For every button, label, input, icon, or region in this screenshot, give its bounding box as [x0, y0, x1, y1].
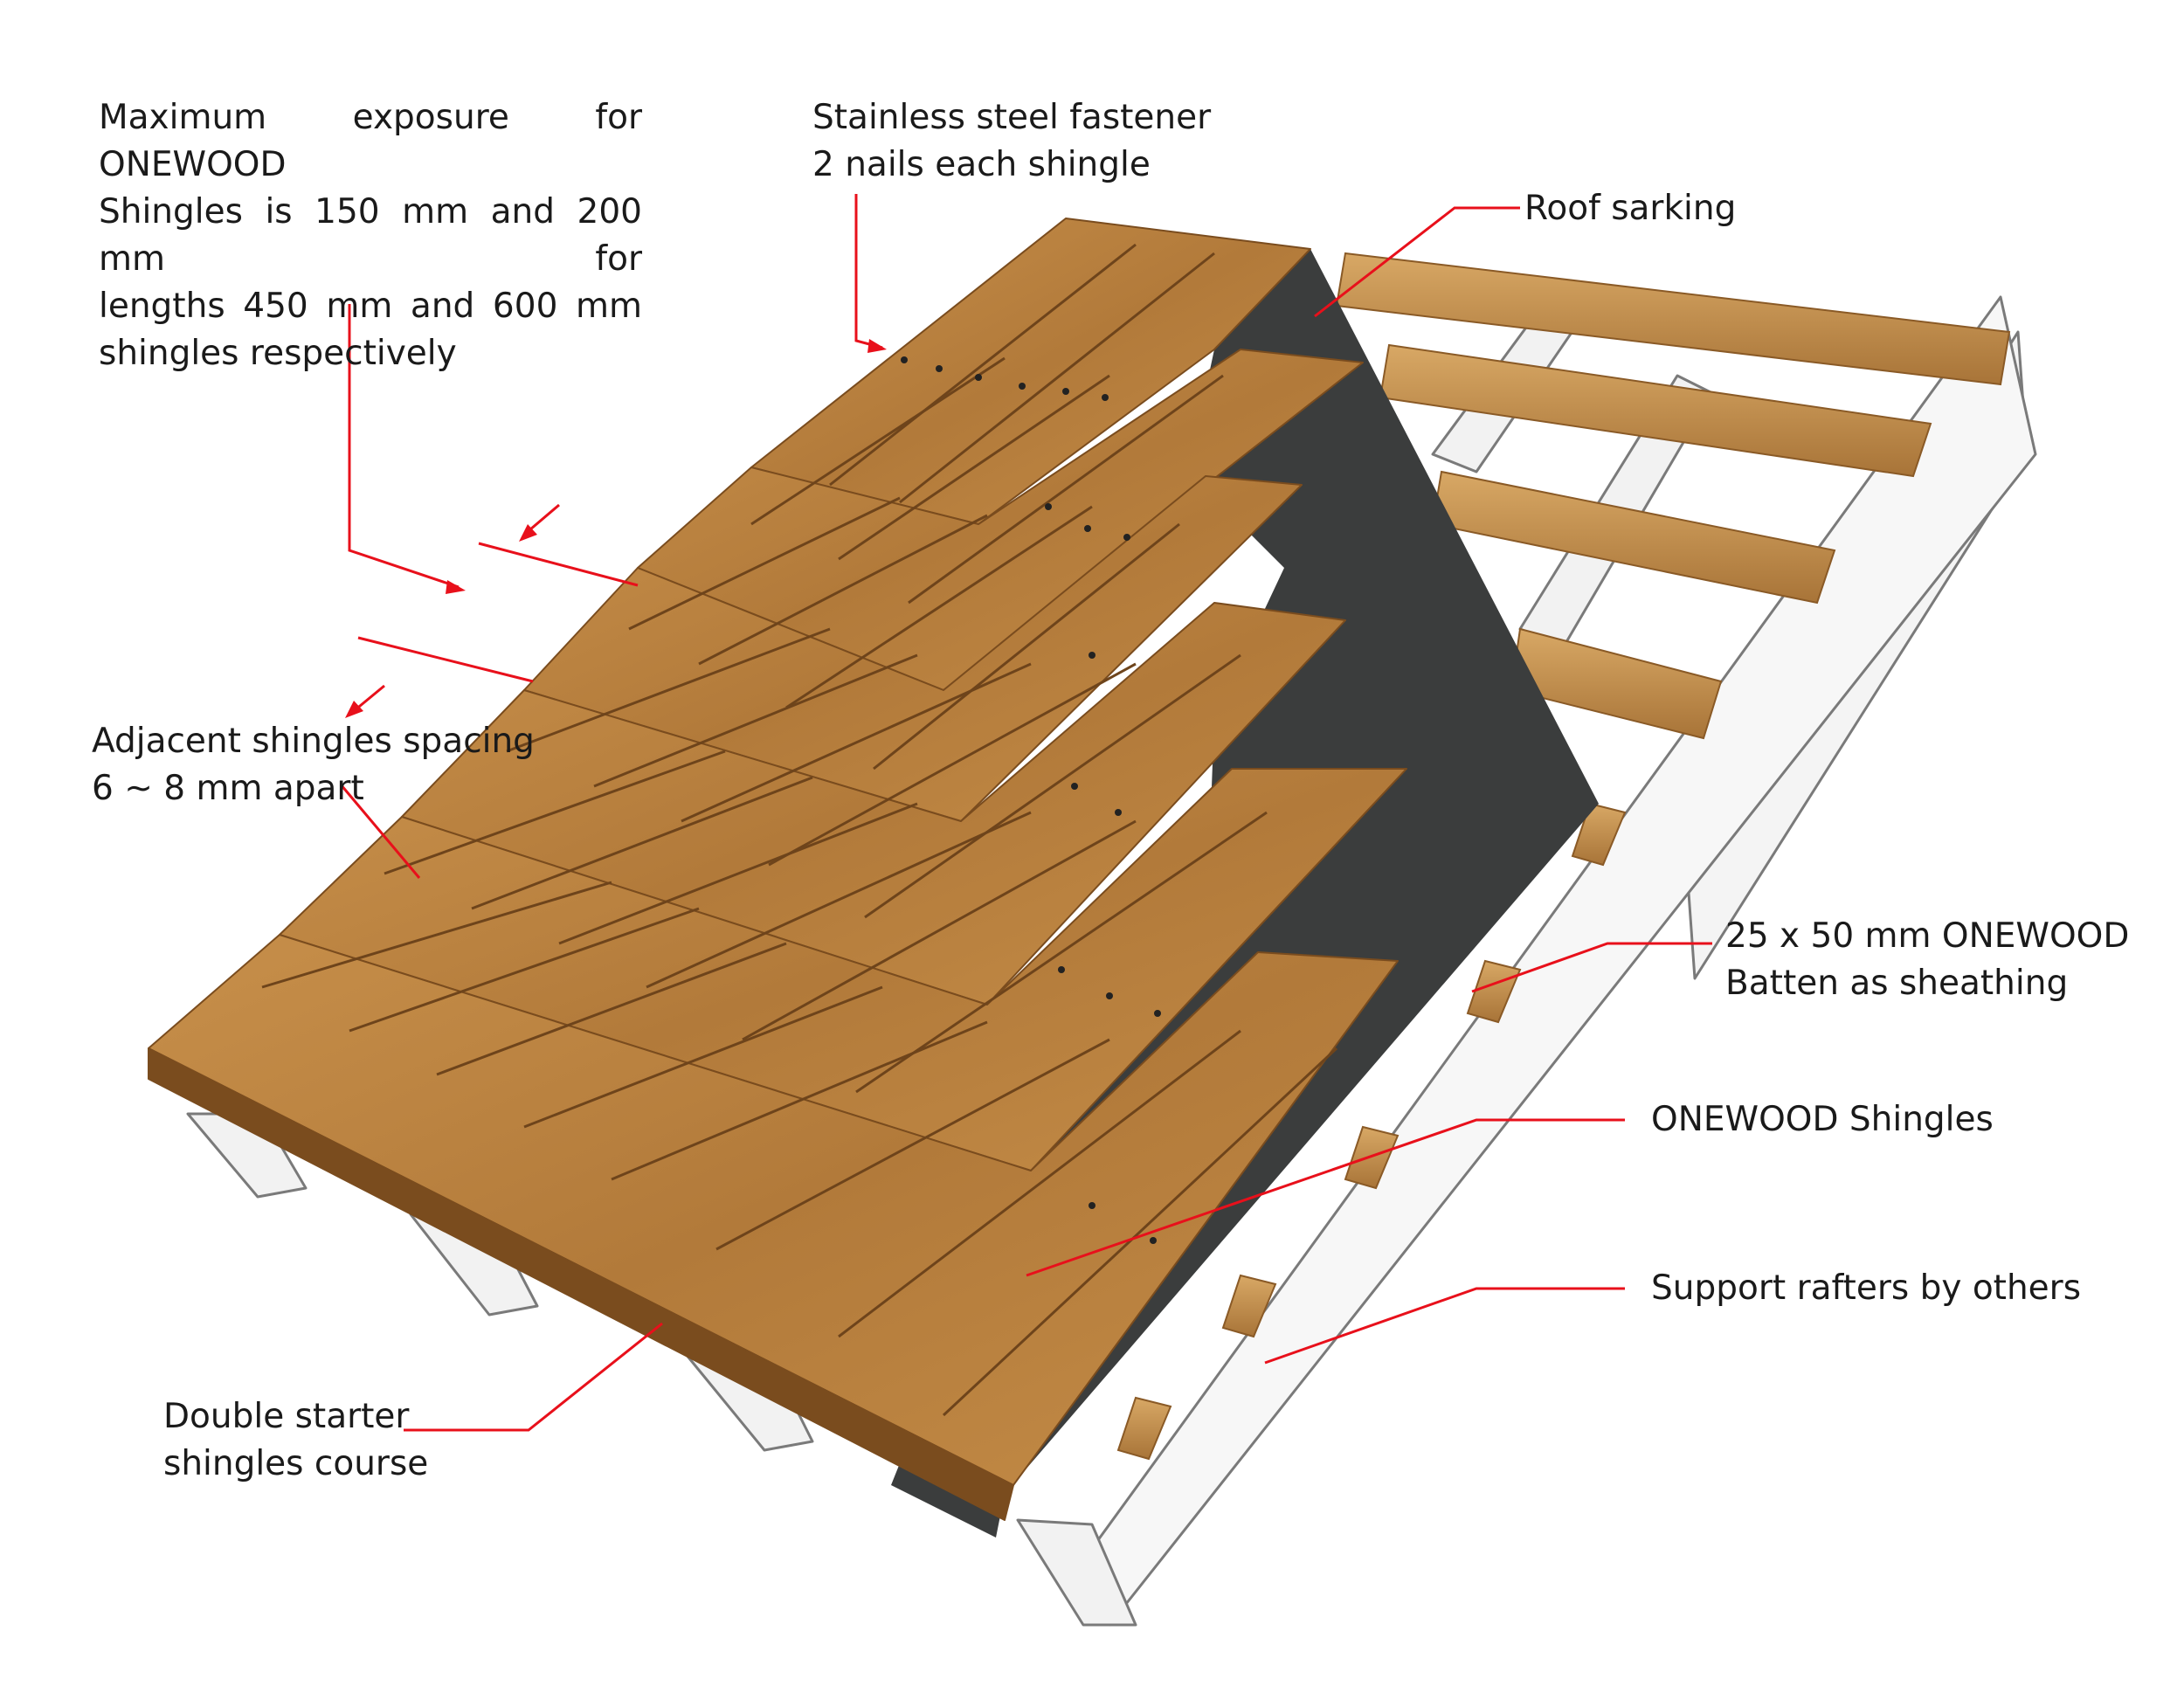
callout-batten: 25 x 50 mm ONEWOOD Batten as sheathing	[1725, 913, 2129, 1007]
leader-batten	[1471, 942, 1712, 993]
callout-exposure-line-1: Maximum exposure for ONEWOOD	[99, 98, 642, 184]
callout-spacing: Adjacent shingles spacing 6 ~ 8 mm apart	[92, 718, 535, 812]
callout-exposure-line-4: shingles respectively	[99, 334, 457, 373]
callout-batten-line-1: 25 x 50 mm ONEWOOD	[1725, 916, 2130, 956]
shingle-course-1	[750, 218, 1311, 525]
batten-1	[1335, 252, 2011, 386]
starter-edge	[148, 1047, 1014, 1521]
callout-exposure-line-3: lengths 450 mm and 600 mm	[99, 287, 642, 326]
callout-sarking: Roof sarking	[1524, 185, 1736, 232]
battens	[1116, 252, 2011, 1461]
rafter-stub-4	[1016, 1518, 1137, 1627]
batten-stub-2	[1466, 959, 1522, 1024]
batten-2	[1379, 343, 1932, 478]
callout-starter-line-2: shingles course	[163, 1444, 429, 1483]
nail-dots	[901, 356, 1161, 1244]
callout-spacing-line-2: 6 ~ 8 mm apart	[92, 769, 364, 808]
leader-fastener	[854, 194, 883, 349]
leader-exposure	[348, 304, 460, 589]
leader-sarking	[1314, 206, 1520, 318]
callout-rafters-line-1: Support rafters by others	[1651, 1268, 2082, 1308]
shingle-field	[148, 218, 1407, 1521]
callout-rafters: Support rafters by others	[1651, 1265, 2081, 1312]
leader-spacing	[339, 784, 421, 879]
callout-batten-line-2: Batten as sheathing	[1725, 964, 2069, 1003]
leader-rafters	[1264, 1287, 1625, 1365]
callout-sarking-line-1: Roof sarking	[1524, 189, 1737, 228]
callout-fastener: Stainless steel fastener 2 nails each sh…	[812, 94, 1211, 189]
batten-stub-4	[1221, 1274, 1277, 1338]
batten-stub-1	[1571, 802, 1627, 867]
callout-fastener-line-1: Stainless steel fastener	[812, 98, 1212, 137]
callout-exposure: Maximum exposure for ONEWOOD Shingles is…	[99, 94, 642, 377]
callout-shingles: ONEWOOD Shingles	[1651, 1096, 1994, 1144]
callout-fastener-line-2: 2 nails each shingle	[812, 145, 1151, 184]
callout-spacing-line-1: Adjacent shingles spacing	[92, 722, 535, 761]
callout-starter: Double starter shingles course	[163, 1393, 428, 1488]
callout-shingles-line-1: ONEWOOD Shingles	[1651, 1100, 1994, 1139]
leader-starter	[404, 1322, 663, 1432]
leader-shingles	[1026, 1118, 1625, 1277]
callout-exposure-line-2: Shingles is 150 mm and 200 mm for	[99, 192, 642, 279]
shingle-joints	[261, 243, 1338, 1417]
leader-lines	[339, 194, 1712, 1432]
leader-arrowheads	[345, 339, 887, 718]
batten-stub-5	[1116, 1396, 1172, 1461]
callout-starter-line-1: Double starter	[163, 1397, 410, 1436]
